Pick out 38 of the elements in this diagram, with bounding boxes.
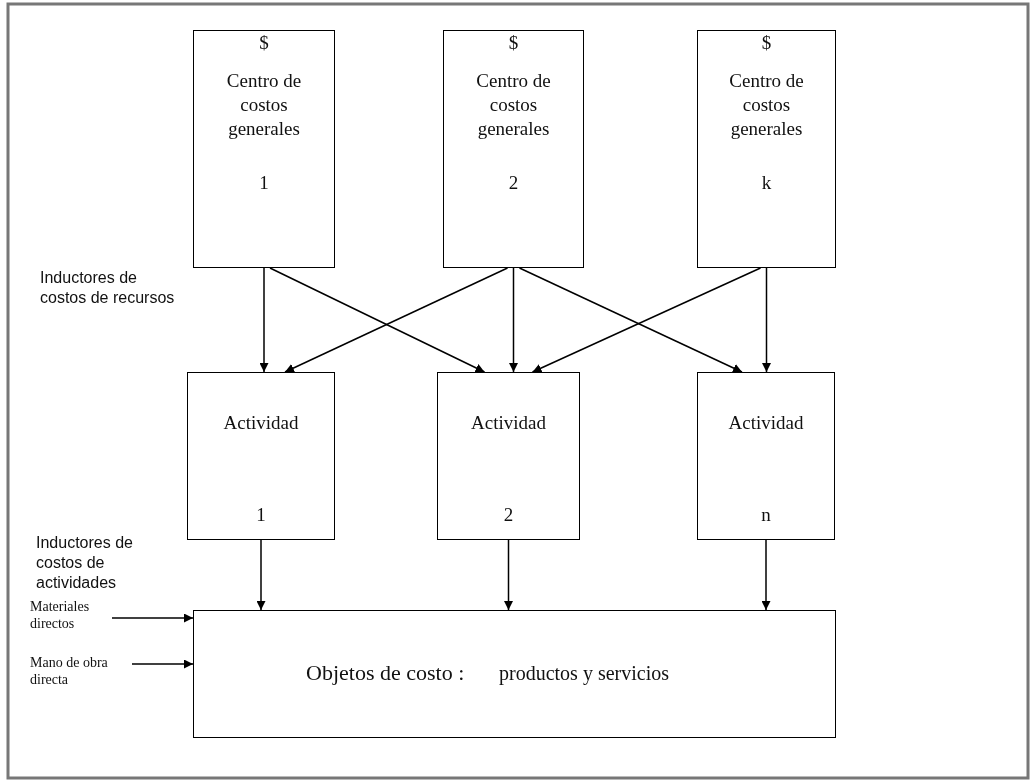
arrow [111, 613, 194, 623]
input-label: Mano de obra directa [30, 654, 130, 690]
currency-symbol: $ [258, 31, 270, 55]
activity-box [437, 372, 580, 540]
index-number: k [760, 171, 773, 195]
arrow [284, 267, 509, 373]
index-number: 1 [255, 503, 267, 527]
box-title: Actividad [727, 411, 805, 435]
arrow [761, 539, 771, 611]
box-title: Centro de costos generales [728, 69, 805, 141]
driver-label: Inductores de costos de actividades [36, 533, 134, 593]
index-number: 2 [507, 171, 520, 195]
input-label: Materiales directos [30, 598, 110, 634]
arrow [762, 267, 771, 373]
cost-object-box [193, 610, 836, 738]
box-text: productos y servicios [499, 661, 669, 685]
box-title: Centro de costos generales [225, 69, 303, 141]
activity-box [697, 372, 835, 540]
index-number: 1 [258, 171, 270, 195]
box-title: Actividad [222, 411, 300, 435]
cost-center-box [697, 30, 836, 268]
arrow [269, 267, 486, 373]
activity-box [187, 372, 335, 540]
box-title: Centro de costos generales [475, 69, 552, 141]
cost-center-box [193, 30, 335, 268]
arrow [259, 267, 269, 373]
arrow [504, 539, 513, 611]
cost-center-box [443, 30, 584, 268]
box-title: Actividad [470, 411, 547, 435]
currency-symbol: $ [507, 31, 520, 55]
index-number: 2 [502, 503, 515, 527]
box-title: Objetos de costo : [306, 661, 465, 685]
currency-symbol: $ [760, 31, 773, 55]
driver-label: Inductores de costos de recursos [40, 268, 176, 308]
arrow [509, 267, 518, 373]
arrow [256, 539, 266, 611]
arrow [131, 659, 194, 669]
index-number: n [760, 503, 772, 527]
